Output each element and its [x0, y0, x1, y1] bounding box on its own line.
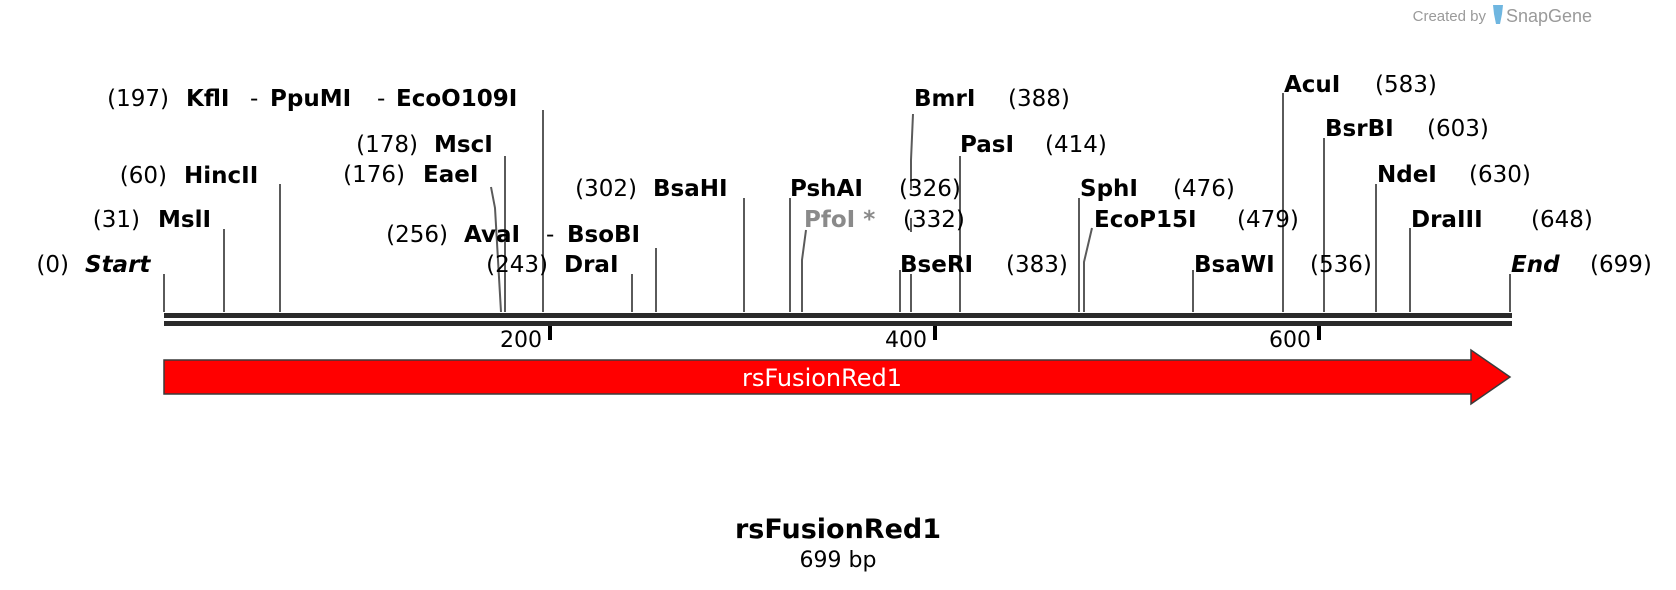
site-bsawi-label: BsaWI — [1194, 252, 1275, 278]
site-pasi-label: PasI — [960, 132, 1014, 158]
ruler-tick-200 — [548, 326, 552, 340]
site-ndei-number: (630) — [1469, 162, 1531, 188]
site-draiii-label: DraIII — [1411, 207, 1483, 233]
site-ppumi-label: PpuMI — [270, 86, 351, 112]
site-sphi-number: (476) — [1173, 176, 1235, 202]
site-ecop15i-number: (479) — [1237, 207, 1299, 233]
site-msci-number: (178) — [356, 132, 418, 158]
start-label: Start — [85, 252, 151, 278]
feature-rsfusionred1[interactable]: rsFusionRed1 — [163, 348, 1512, 406]
sequence-backbone — [164, 313, 1512, 326]
leader-eaei — [490, 186, 502, 313]
site-bsahi-label: BsaHI — [653, 176, 728, 202]
site-eaei-number: (176) — [343, 162, 405, 188]
site-bmri-number: (388) — [1008, 86, 1070, 112]
credit-text: Created by — [1413, 8, 1487, 25]
site-ecop15i-label: EcoP15I — [1094, 207, 1197, 233]
site-bseri-label: BseRI — [900, 252, 973, 278]
start-number: (0) — [36, 252, 69, 278]
ruler-label-200: 200 — [500, 328, 542, 353]
site-ndei-label: NdeI — [1377, 162, 1437, 188]
site-draiii-number: (648) — [1531, 207, 1593, 233]
site-hincii-label: HincII — [184, 163, 258, 189]
site-ppumi-separator: - — [377, 86, 385, 112]
ruler-label-600: 600 — [1269, 328, 1311, 353]
site-eaei-label: EaeI — [423, 162, 478, 188]
sequence-length: 699 bp — [800, 548, 877, 573]
site-drai-number: (243) — [486, 252, 548, 278]
feature-label: rsFusionRed1 — [742, 364, 902, 392]
site-pshai-label: PshAI — [790, 176, 863, 202]
ruler-tick-600 — [1317, 326, 1321, 340]
site-bsahi-number: (302) — [575, 176, 637, 202]
ruler-label-400: 400 — [885, 328, 927, 353]
site-msli-label: MslI — [158, 207, 211, 233]
site-bsobi-label: BsoBI — [567, 222, 640, 248]
brand-text: SnapGene — [1506, 6, 1592, 26]
site-pfoi-number: (332) — [903, 207, 965, 233]
site-sphi-label: SphI — [1080, 176, 1138, 202]
site-pshai-number: (326) — [899, 176, 961, 202]
feature-arrow[interactable] — [163, 348, 1512, 406]
site-bseri-number: (383) — [1006, 252, 1068, 278]
site-msci-label: MscI — [434, 132, 493, 158]
site-avai-label: AvaI — [464, 222, 520, 248]
end-label: End — [1511, 252, 1560, 278]
site-bsrbi-number: (603) — [1427, 116, 1489, 142]
site-kfli-number: (197) — [107, 86, 169, 112]
leader-bmri — [910, 113, 914, 190]
site-bmri-label: BmrI — [914, 86, 975, 112]
site-drai-label: DraI — [564, 252, 619, 278]
site-acui-number: (583) — [1375, 72, 1437, 98]
site-pfoi-label: PfoI * — [804, 207, 875, 233]
leader-ecop15i — [1083, 227, 1093, 312]
ruler: 200 400 600 — [500, 326, 1321, 353]
leader-lines — [163, 93, 1511, 313]
site-pasi-number: (414) — [1045, 132, 1107, 158]
site-acui-label: AcuI — [1284, 72, 1340, 98]
ruler-tick-400 — [933, 326, 937, 340]
site-ecoo109i-label: EcoO109I — [396, 86, 517, 112]
sequence-title: rsFusionRed1 — [735, 514, 941, 545]
site-msli-number: (31) — [93, 207, 140, 233]
site-kfli-label: KflI — [186, 86, 229, 112]
end-number: (699) — [1590, 252, 1652, 278]
site-avai-number: (256) — [386, 222, 448, 248]
site-kfli-separator: - — [250, 86, 258, 112]
site-hincii-number: (60) — [120, 163, 167, 189]
site-bsrbi-label: BsrBI — [1325, 116, 1394, 142]
site-bsawi-number: (536) — [1310, 252, 1372, 278]
site-avai-separator: - — [546, 222, 554, 248]
leader-pfoi — [801, 229, 807, 312]
snapgene-logo-icon — [1493, 5, 1503, 24]
